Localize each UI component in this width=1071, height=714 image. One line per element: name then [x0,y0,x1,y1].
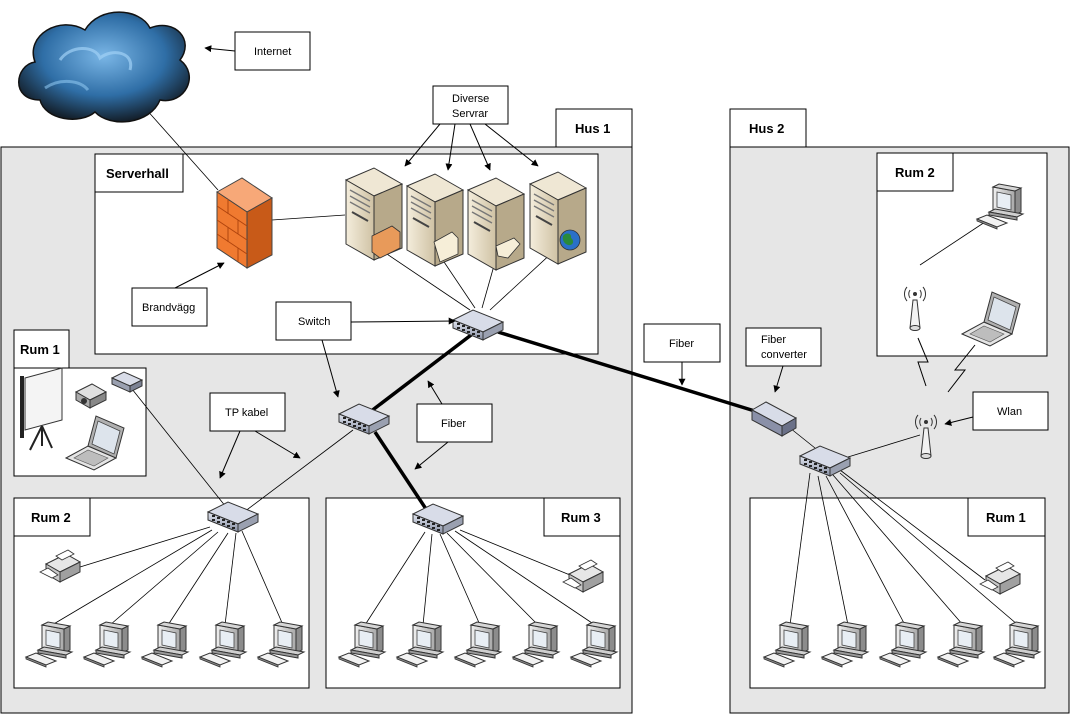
servers-label-box [432,85,509,125]
internet-label: Internet [254,46,291,58]
h2-room2-title: Rum 2 [895,165,935,180]
tp-cabling [51,107,1019,626]
wlan-label-box [972,391,1049,431]
fiber-link-label: Fiber [669,338,694,350]
globe-icon [559,229,581,251]
tp-cable-label-box [209,392,286,432]
fiber-link-label-box [643,323,721,363]
label-arrows [174,45,974,479]
h1-room3-title-box [543,497,621,537]
fiber-cabling [368,330,759,513]
switch-label: Switch [298,316,330,328]
server-icon [345,167,403,261]
projector-screen-icon [20,367,63,451]
building-1-title-box [555,108,633,148]
h1-room1-title-box [13,329,70,369]
firewall-icon [216,177,273,269]
building-1-title: Hus 1 [575,121,610,136]
tp-cable-label: TP kabel [225,407,268,419]
fiber-converter-label-line2: converter [761,349,807,361]
server-icon [406,173,464,267]
wlan-label: Wlan [997,406,1022,418]
servers-label-line1: Diverse [452,93,489,105]
firewall-label-box [131,287,208,327]
fiber-converter-icon [750,401,798,437]
server-icon [467,177,525,271]
projector-icon [74,383,108,409]
h1-room1-switch-icon [110,371,144,393]
fiber-converter-label-box [745,327,822,367]
server-icon [529,171,587,265]
internet-cloud-icon [18,11,190,123]
building-2-title-box [729,108,807,148]
h1-room3-title: Rum 3 [561,510,601,525]
h1-room2-title: Rum 2 [31,510,71,525]
fiber-converter-label-line1: Fiber [761,334,786,346]
wireless-links [917,337,976,393]
firewall-label: Brandvägg [142,302,195,314]
h2-room1-title-box [967,497,1046,537]
building-2-title: Hus 2 [749,121,784,136]
servers-label-line2: Servrar [452,108,488,120]
fiber-label-box [416,403,493,443]
serverhall-title-box [94,153,184,193]
switch-label-box [275,301,352,341]
h2-room1-title: Rum 1 [986,510,1026,525]
h2-room2-title-box [876,152,954,192]
h1-room2-title-box [13,497,91,537]
serverhall-title: Serverhall [106,166,169,181]
h1-room1-title: Rum 1 [20,342,60,357]
fiber-label: Fiber [441,418,466,430]
